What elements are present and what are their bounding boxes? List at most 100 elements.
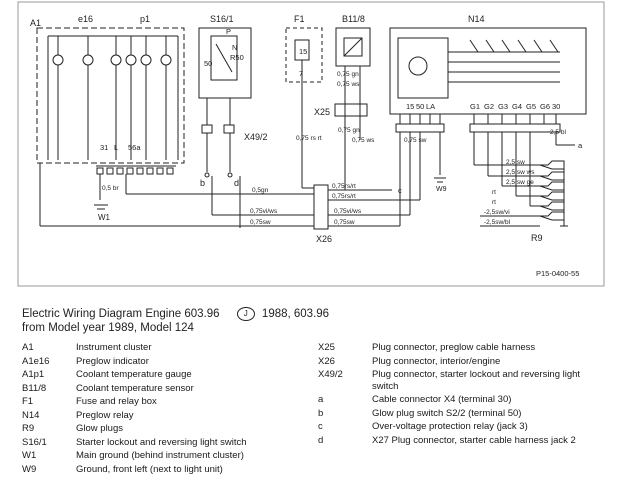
legend-row: S16/1 Starter lockout and reversing light… [22,437,292,449]
wire-label: 0,75rs/rt [332,183,356,190]
pin-30: 30 [552,102,560,111]
wire-label: 0,75vi/ws [334,208,362,215]
legend-desc: Preglow indicator [76,355,149,367]
legend-code: a [318,394,324,405]
caption-line-2: from Model year 1989, Model 124 [22,322,194,334]
pin-56a: 56a [128,143,141,152]
wire-label: 0,75 ws [352,137,375,144]
legend-code: W1 [22,450,37,461]
label-B11-8: B11/8 [342,14,365,24]
legend-row: A1e16 Preglow indicator [22,356,292,368]
pin-G5: G5 [526,102,536,111]
legend-desc: Instrument cluster [76,342,152,353]
legend-desc: Starter lockout and reversing light swit… [76,436,247,448]
wire-label: 0,75vi/ws [250,208,278,215]
wire-label: 2,5 sw ws [506,169,535,176]
pin-b: b [200,178,205,188]
wire-label: 0,75sw [334,219,355,226]
wire-label: 2,5 bl [550,129,566,136]
pin-d: d [234,178,239,188]
legend-code: A1e16 [22,355,50,367]
legend-code: X26 [318,355,335,367]
wire-label: 2,5 sw [506,159,525,166]
label-X26: X26 [316,234,332,244]
pin-50-s16: 50 [204,59,212,68]
label-X49-2: X49/2 [244,132,268,142]
pin-c: c [398,186,402,195]
wire-label: 0,5gn [252,187,269,194]
legend-desc: Cable connector X4 (terminal 30) [372,394,512,405]
pin-P: P [226,27,231,36]
pin-15-f1: 15 [299,47,307,56]
legend-row: W1 Main ground (behind instrument cluster… [22,450,292,462]
legend-desc: Coolant temperature sensor [76,382,194,394]
wire-label: rt [492,189,496,196]
legend-code: d [318,434,324,446]
wire-label: 0,75 ws [337,81,360,88]
wire-label: 0,75sw [250,219,271,226]
pin-G1: G1 [470,102,480,111]
wire-label: -2,5sw/vi [484,209,510,216]
legend-code: b [318,407,324,419]
label-F1: F1 [294,14,305,24]
legend-code: X25 [318,342,335,353]
legend-row: d X27 Plug connector, starter cable harne… [318,435,594,447]
caption-model: 1988, 603.96 [261,308,330,320]
label-R9: R9 [531,233,543,243]
legend-code: S16/1 [22,436,47,448]
legend-desc: Main ground (behind instrument cluster) [76,450,244,461]
legend-desc: Plug connector, preglow cable harness [372,342,536,353]
legend-desc: Glow plugs [76,423,123,434]
legend-code: N14 [22,409,40,421]
wire-label: 0,75rs/rt [332,193,356,200]
legend-code: X49/2 [318,369,343,380]
pin-LA: LA [426,102,435,111]
legend-desc: Plug connector, starter lockout and reve… [372,369,581,392]
wire-label: 0,75 rs rt [296,135,322,142]
wire-label: 0,5 br [102,185,119,192]
j-badge-icon: J [236,307,255,321]
label-A1: A1 [30,18,41,28]
legend-row: X26 Plug connector, interior/engine [318,356,594,368]
caption-line-1: Electric Wiring Diagram Engine 603.96 J … [22,307,329,321]
legend-row: X25 Plug connector, preglow cable harness [318,342,594,354]
pin-15-n14: 15 [406,102,414,111]
legend-code: R9 [22,423,35,434]
pin-G2: G2 [484,102,494,111]
pin-N: N [232,43,237,52]
legend-right: X25 Plug connector, preglow cable harness… [318,342,594,448]
label-X25: X25 [314,107,330,117]
legend-row: X49/2 Plug connector, starter lockout and… [318,369,594,392]
legend-desc: Preglow relay [76,409,134,421]
legend-row: N14 Preglow relay [22,410,292,422]
legend-row: a Cable connector X4 (terminal 30) [318,394,594,406]
pin-L: L [114,143,118,152]
label-S16-1: S16/1 [210,14,234,24]
legend-desc: Coolant temperature gauge [76,369,192,380]
legend-desc: Ground, front left (next to light unit) [76,463,223,475]
wire-label: 0,75 sw [404,137,427,144]
pin-a: a [578,141,583,150]
pin-7-f1: 7 [299,69,303,78]
wire-label: -2,5sw/bl [484,219,511,226]
wire-label: rt [492,199,496,206]
wire-label: 0,75 gn [338,127,360,134]
pin-31: 31 [100,143,108,152]
legend-code: c [318,421,323,432]
caption-title: Electric Wiring Diagram Engine 603.96 [22,308,220,320]
pin-G3: G3 [498,102,508,111]
label-p1: p1 [140,14,150,24]
legend-desc: X27 Plug connector, starter cable harnes… [372,434,576,446]
pin-G6: G6 [540,102,550,111]
wire-label: 0,75 gn [337,71,359,78]
legend-desc: Plug connector, interior/engine [372,355,501,367]
reference-code: P15-0400-55 [536,269,579,278]
wiring-diagram: A1 e16 p1 S16/1 F1 B11/8 N14 X49/2 X25 X… [17,1,605,287]
